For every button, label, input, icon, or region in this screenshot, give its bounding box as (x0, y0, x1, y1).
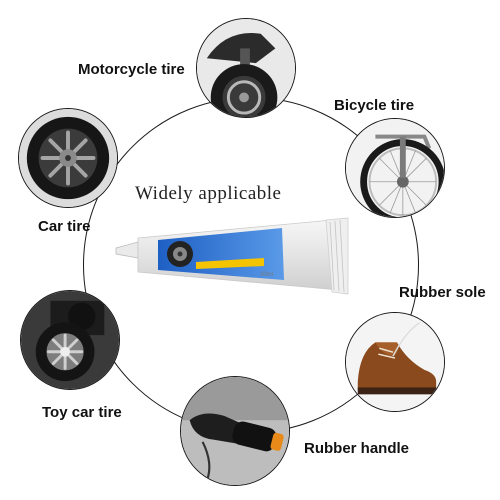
car-wheel-icon (19, 109, 117, 207)
label-rubber-sole: Rubber sole (399, 284, 486, 301)
bicycle-tire-photo (345, 118, 445, 218)
toy-wheel-icon (21, 291, 119, 389)
label-bicycle-tire: Bicycle tire (334, 97, 415, 114)
glue-tube-icon: 30ml (115, 217, 349, 295)
headline: Widely applicable (135, 183, 282, 204)
leather-shoe-icon (346, 313, 444, 411)
motorcycle-tire-photo (196, 18, 296, 118)
motorcycle-wheel-icon (197, 19, 295, 117)
label-car-tire: Car tire (38, 218, 91, 235)
rubber-sole-photo (345, 312, 445, 412)
handlebar-grip-icon (181, 377, 289, 485)
label-rubber-handle: Rubber handle (304, 440, 410, 457)
label-motorcycle-tire: Motorcycle tire (78, 61, 185, 78)
car-tire-photo (18, 108, 118, 208)
toy-car-tire-photo (20, 290, 120, 390)
bicycle-wheel-icon (346, 119, 444, 217)
label-toy-car-tire: Toy car tire (42, 404, 122, 421)
tube-volume-text: 30ml (260, 272, 273, 278)
rubber-handle-photo (180, 376, 290, 486)
